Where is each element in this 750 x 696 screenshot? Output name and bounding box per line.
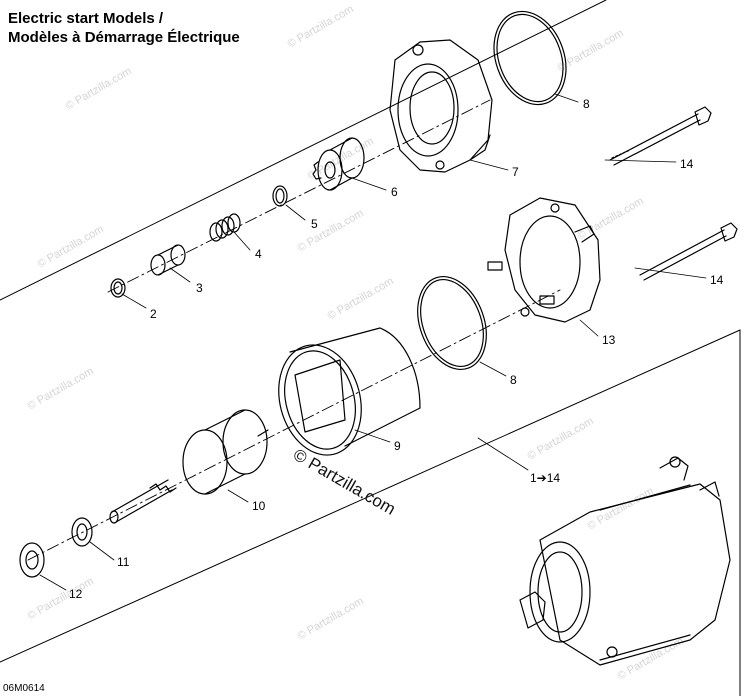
watermark-text: © Partzilla.com [26,575,96,622]
part-8-o-ring-lower [417,275,487,371]
part-14-through-bolt-upper [609,106,712,166]
watermark-text: © Partzilla.com [526,415,596,462]
watermark-text: © Partzilla.com [296,207,366,254]
part-11-washer [71,517,93,547]
callout-6: 6 [391,185,398,199]
watermark-text: © Partzilla.com [286,3,356,50]
watermark-text: © Partzilla.com [586,485,656,532]
watermark-text: © Partzilla.com [326,275,396,322]
callout-labels: 2 3 4 5 6 7 8 14 13 14 8 9 10 11 12 1➔14… [69,97,724,601]
part-14-through-bolt-lower [639,222,738,281]
callout-14-upper: 14 [680,157,694,171]
callout-10: 10 [252,499,266,513]
part-7-front-housing [389,39,493,173]
center-axis [27,99,561,561]
part-9-yoke [278,327,421,456]
callout-8-lower: 8 [510,373,517,387]
callout-3: 3 [196,281,203,295]
callout-8-upper: 8 [583,97,590,111]
watermark-text: © Partzilla.com [616,635,686,682]
callout-11: 11 [117,555,130,569]
diagram-title-english: Electric start Models / [8,10,164,27]
callout-14-lower: 14 [710,273,724,287]
part-13-rear-cover [487,197,601,323]
callout-5: 5 [311,217,318,231]
watermark-text: © Partzilla.com [296,595,366,642]
part-3-bushing [150,244,186,276]
diagram-title-french: Modèles à Démarrage Électrique [8,29,240,46]
part-10-armature [109,409,269,524]
watermark-text: © Partzilla.com [26,365,96,412]
leader-lines [39,93,707,591]
callout-12: 12 [69,587,83,601]
callout-4: 4 [255,247,262,261]
callout-2: 2 [150,307,157,321]
diagram-code: 06M0614 [3,683,45,694]
part-12-thrust-washer [19,542,45,578]
part-8-o-ring-upper [493,10,567,106]
watermark-text: © Partzilla.com [576,195,646,242]
callout-13: 13 [602,333,616,347]
callout-9: 9 [394,439,401,453]
watermark-text: © Partzilla.com [36,223,106,270]
part-2-snap-ring [110,278,126,298]
part-5-snap-ring [272,185,288,207]
callout-7: 7 [512,165,519,179]
watermark-text: © Partzilla.com [64,65,134,112]
starter-assembly [519,456,731,666]
callout-assembly: 1➔14 [530,471,560,485]
